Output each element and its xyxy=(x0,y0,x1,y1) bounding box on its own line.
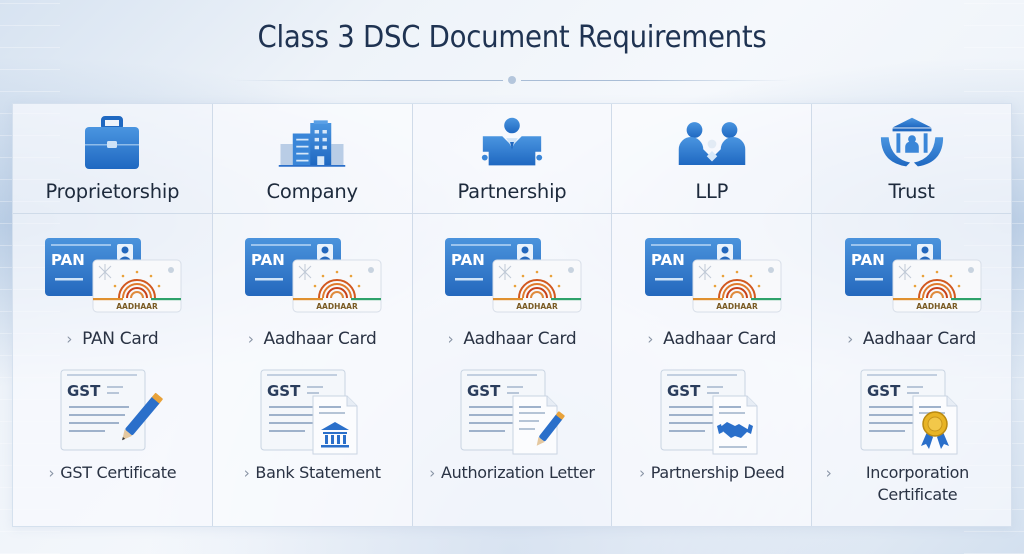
chevron-right-icon: › xyxy=(66,330,73,348)
gst-document-bank-icon xyxy=(237,364,387,456)
document-item: › Bank Statement xyxy=(213,354,412,526)
chevron-right-icon: › xyxy=(247,330,254,348)
entity-name: Partnership xyxy=(457,180,567,203)
gst-document-letter-pen-icon xyxy=(437,364,565,456)
document-item: › PAN Card xyxy=(13,214,212,354)
chevron-right-icon: › xyxy=(847,330,853,348)
chevron-right-icon: › xyxy=(48,464,55,482)
entity-header: Partnership xyxy=(412,104,612,214)
entity-name: Company xyxy=(266,180,359,203)
document-item: › Partnership Deed xyxy=(612,354,811,526)
document-label: Incorporation Certificate xyxy=(865,463,969,504)
document-item: › Aadhaar Card xyxy=(413,214,612,354)
document-item: › Aadhaar Card xyxy=(213,214,412,354)
entity-header: Proprietorship xyxy=(13,104,212,214)
document-label: Authorization Letter xyxy=(440,463,595,482)
entity-requirements-grid: Proprietorship › PAN Card › GST Certificat… xyxy=(12,103,1012,527)
pan-aadhaar-cards-icon xyxy=(37,232,187,318)
entity-name: LLP xyxy=(695,180,729,203)
document-item: › Authorization Letter xyxy=(413,354,612,526)
document-label: Bank Statement xyxy=(255,463,381,482)
document-item: › Aadhaar Card xyxy=(612,214,811,354)
column-llp: LLP › Aadhaar Card › Partnership Deed xyxy=(612,104,813,526)
document-item: › GST Certificate xyxy=(13,354,212,526)
chevron-right-icon: › xyxy=(647,330,654,348)
column-partnership: Partnership › Aadhaar Card › Authorization… xyxy=(412,104,613,526)
document-label: Aadhaar Card xyxy=(663,329,777,349)
chevron-right-icon: › xyxy=(243,464,250,482)
gst-document-handshake-icon xyxy=(637,364,787,456)
column-proprietorship: Proprietorship › PAN Card › GST Certificat… xyxy=(13,104,213,526)
chevron-right-icon: › xyxy=(825,464,832,482)
pan-aadhaar-cards-icon xyxy=(437,232,587,318)
chevron-right-icon: › xyxy=(447,330,454,348)
briefcase-icon xyxy=(77,116,147,172)
title-divider xyxy=(232,76,792,84)
partner-person-icon xyxy=(477,116,547,172)
trust-hands-building-icon xyxy=(877,116,947,172)
column-trust: Trust › Aadhaar Card › Incorporation Certi… xyxy=(812,104,1011,526)
entity-header: LLP xyxy=(612,104,812,214)
office-building-icon xyxy=(277,116,347,172)
entity-header: Trust xyxy=(812,104,1011,214)
chevron-right-icon: › xyxy=(429,464,435,482)
gst-document-pen-icon xyxy=(37,364,164,456)
page-title: Class 3 DSC Document Requirements xyxy=(257,20,767,55)
column-company: Company › Aadhaar Card › Bank Statement xyxy=(212,104,413,526)
document-label: GST Certificate xyxy=(60,463,177,482)
chevron-right-icon: › xyxy=(639,464,645,482)
pan-aadhaar-cards-icon xyxy=(837,232,987,318)
entity-name: Trust xyxy=(888,180,935,203)
document-label: Aadhaar Card xyxy=(463,329,577,349)
document-item: › Aadhaar Card xyxy=(812,214,1011,354)
gst-document-medal-icon xyxy=(837,364,987,456)
document-label: PAN Card xyxy=(82,329,159,349)
document-item: › Incorporation Certificate xyxy=(812,354,1011,526)
document-label: Aadhaar Card xyxy=(862,329,976,349)
two-partners-handshake-icon xyxy=(677,116,747,172)
pan-aadhaar-cards-icon xyxy=(637,232,787,318)
document-label: Partnership Deed xyxy=(650,463,785,482)
document-label: Aadhaar Card xyxy=(263,329,377,349)
pan-aadhaar-cards-icon xyxy=(237,232,387,318)
entity-name: Proprietorship xyxy=(45,180,180,203)
entity-header: Company xyxy=(212,104,412,214)
